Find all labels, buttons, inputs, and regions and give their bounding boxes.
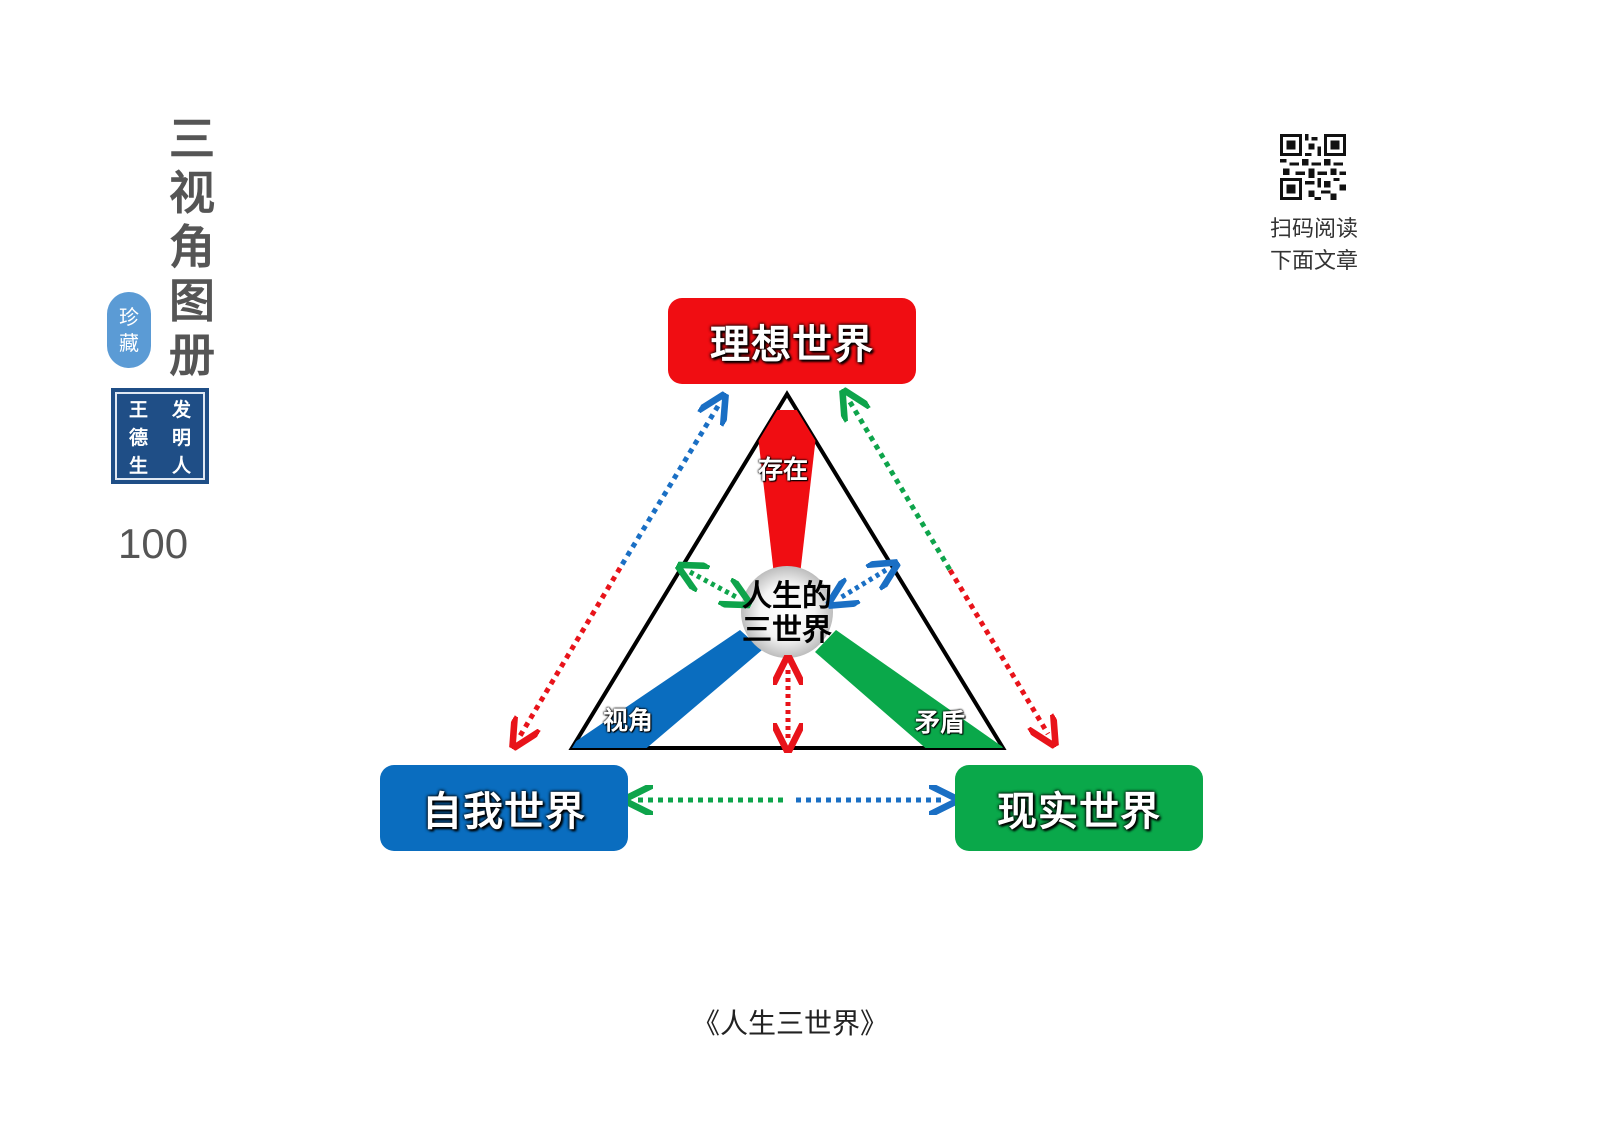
real-world-box: 现实世界 [955, 765, 1203, 851]
author-seal: 王 德 生 发 明 人 [111, 388, 209, 484]
center-glow-disc [741, 566, 833, 658]
qr-caption: 扫码阅读 下面文章 [1262, 214, 1366, 278]
seal-char: 发 [171, 398, 191, 421]
contradiction-beam [815, 630, 1003, 748]
self-world-box: 自我世界 [380, 765, 628, 851]
center-title-line: 三世界 [742, 613, 832, 648]
left-arrow-red-segment [520, 566, 623, 736]
perspective-label: 视角 [603, 706, 654, 735]
inner-arrow-green [690, 572, 738, 598]
inner-arrow-blue [840, 570, 886, 598]
left-arrow-blue-segment [617, 406, 718, 570]
book-title-char: 三 [169, 112, 215, 166]
page-number: 100 [118, 520, 189, 567]
center-title-line: 人生的 [742, 579, 832, 614]
collection-badge: 珍 藏 [107, 292, 151, 368]
seal-char: 德 [128, 426, 148, 449]
seal-char: 明 [171, 426, 191, 449]
author-seal-grid: 王 德 生 发 明 人 [115, 392, 205, 480]
diagram-caption: 《人生三世界》 [691, 1007, 888, 1040]
contradiction-label: 矛盾 [915, 708, 966, 737]
qr-caption-line: 扫码阅读 [1269, 217, 1358, 242]
existence-beam [755, 410, 819, 575]
seal-char: 王 [128, 398, 148, 421]
existence-label: 存在 [758, 455, 809, 484]
seal-char: 人 [171, 454, 191, 477]
self-world-label: 自我世界 [422, 789, 586, 835]
perspective-beam [572, 630, 762, 748]
ideal-world-box: 理想世界 [668, 298, 916, 384]
book-title-char: 册 [169, 328, 215, 382]
book-title: 三 视 角 图 册 [162, 112, 222, 382]
badge-char: 珍 [119, 305, 139, 329]
qr-code-icon[interactable] [1280, 134, 1346, 200]
book-title-char: 视 [169, 166, 215, 220]
ideal-world-label: 理想世界 [710, 322, 874, 368]
real-world-label: 现实世界 [997, 789, 1161, 835]
qr-caption-line: 下面文章 [1269, 249, 1358, 274]
right-arrow-green-segment [850, 402, 953, 572]
center-title: 人生的 三世界 [722, 580, 852, 648]
right-arrow-red-segment [947, 568, 1048, 734]
seal-char: 生 [128, 454, 148, 477]
badge-char: 藏 [119, 331, 139, 355]
book-title-char: 角 [169, 220, 215, 274]
book-title-char: 图 [169, 274, 215, 328]
